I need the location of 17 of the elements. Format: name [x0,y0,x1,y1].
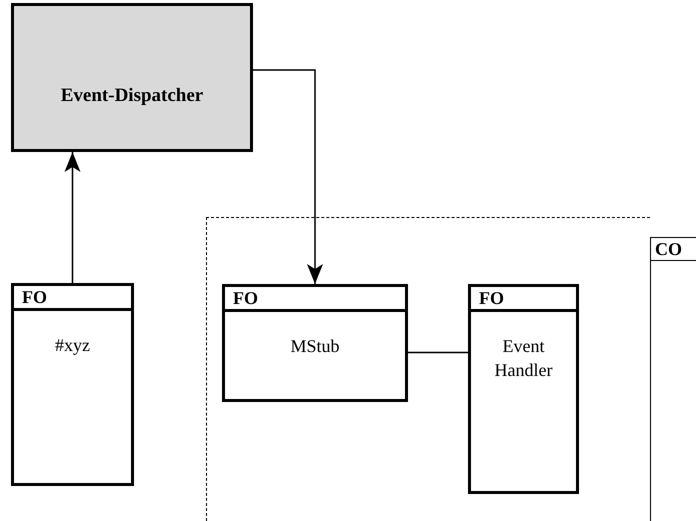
box-header: FO [225,287,405,312]
object-box [468,284,579,494]
component-box [650,237,696,521]
box-label: Event Handler [494,335,554,382]
box-label: #xyz [54,334,91,357]
box-header: FO [471,287,576,312]
arrow [64,152,80,283]
object-box [11,283,134,486]
box-header: CO [651,238,696,261]
arrow [253,69,323,284]
dispatcher-box [11,3,253,152]
dashed-group-region [206,217,650,521]
box-header: FO [14,286,131,311]
object-box [222,284,408,402]
box-label: MStub [289,335,341,358]
connector-line [408,352,468,354]
box-title: Event-Dispatcher [60,84,204,106]
